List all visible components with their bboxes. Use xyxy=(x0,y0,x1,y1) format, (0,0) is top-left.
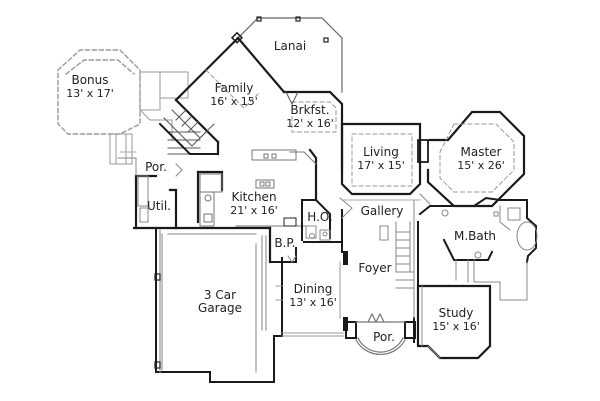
living-walls xyxy=(340,122,429,196)
bonus-room-outline xyxy=(57,49,141,135)
room-label-master: Master 15' x 26' xyxy=(457,145,505,173)
room-label-dining: Dining 13' x 16' xyxy=(289,282,337,310)
room-label-butler-pantry: B.P. xyxy=(274,236,296,250)
lanai-outline xyxy=(237,16,343,93)
study-walls xyxy=(416,284,492,360)
room-label-kitchen: Kitchen 21' x 16' xyxy=(230,190,278,218)
room-label-garage: 3 Car Garage xyxy=(198,288,242,315)
family-room-walls xyxy=(174,31,286,144)
room-label-front-porch: Por. xyxy=(373,330,395,344)
room-label-rear-porch: Por. xyxy=(145,160,167,174)
room-label-lanai: Lanai xyxy=(273,39,307,53)
room-label-home-office: H.O. xyxy=(307,210,333,224)
room-label-util: Util. xyxy=(147,199,171,213)
master-walls xyxy=(426,110,526,208)
room-label-study: Study 15' x 16' xyxy=(432,306,480,334)
room-label-foyer: Foyer xyxy=(358,261,392,275)
room-label-master-bath: M.Bath xyxy=(453,229,497,243)
kitchen-walls xyxy=(132,140,318,264)
room-label-brkfst: Brkfst. 12' x 16' xyxy=(286,103,334,131)
room-label-gallery: Gallery xyxy=(360,204,404,218)
room-label-living: Living 17' x 15' xyxy=(357,145,405,173)
room-label-family: Family 16' x 15' xyxy=(210,81,258,109)
room-label-bonus: Bonus 13' x 17' xyxy=(66,73,114,101)
